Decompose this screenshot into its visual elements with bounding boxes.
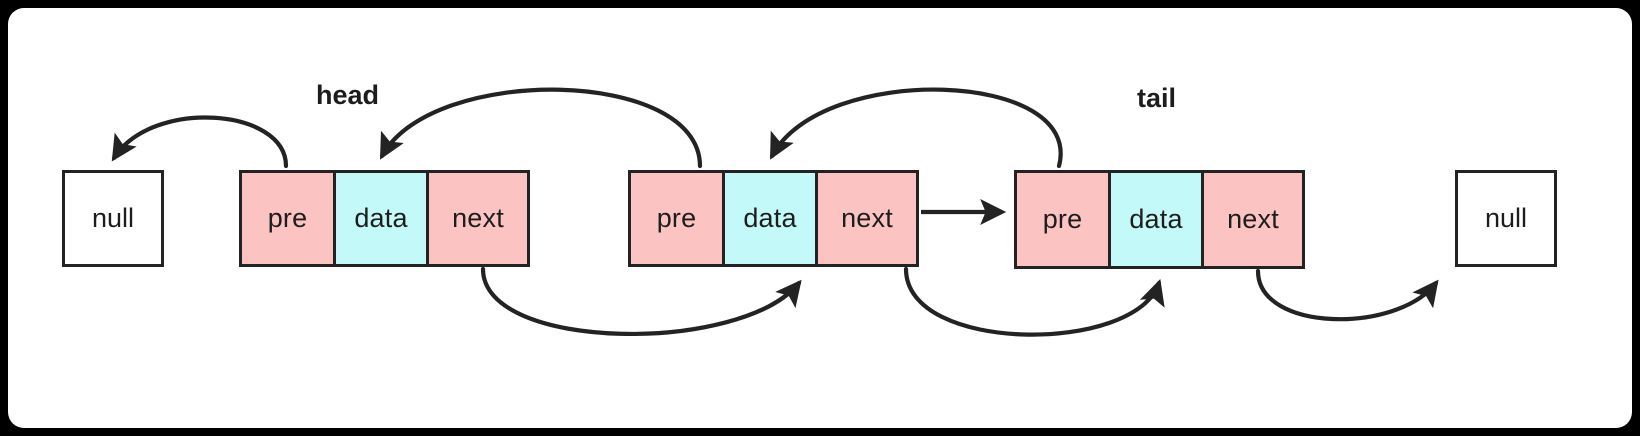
arrow-node2-next-to-node3-data — [903, 266, 1165, 337]
node-3-data-cell: data — [1107, 170, 1205, 269]
tail-label: tail — [1137, 83, 1177, 113]
head-label: head — [316, 80, 380, 110]
node-1-next-cell: next — [426, 170, 530, 267]
node-2-data-cell: data — [721, 170, 819, 267]
node-3-next-cell: next — [1201, 170, 1305, 269]
arrow-node3-next-to-null-right — [1255, 268, 1439, 322]
node-1-data-cell: data — [332, 170, 430, 267]
arrow-node1-next-to-node2-data — [480, 266, 802, 337]
arrow-node3-pre-to-node2-data — [769, 87, 1063, 169]
node-2-next-cell: next — [815, 170, 919, 267]
null-box-left: null — [62, 170, 164, 267]
node-3-pre-cell: pre — [1014, 170, 1111, 269]
node-1-pre-cell: pre — [239, 170, 336, 267]
arrow-node1-pre-to-null-left — [111, 115, 289, 169]
node-2-pre-cell: pre — [628, 170, 725, 267]
null-box-right: null — [1455, 170, 1557, 267]
arrow-node2-pre-to-node1-data — [379, 87, 703, 169]
